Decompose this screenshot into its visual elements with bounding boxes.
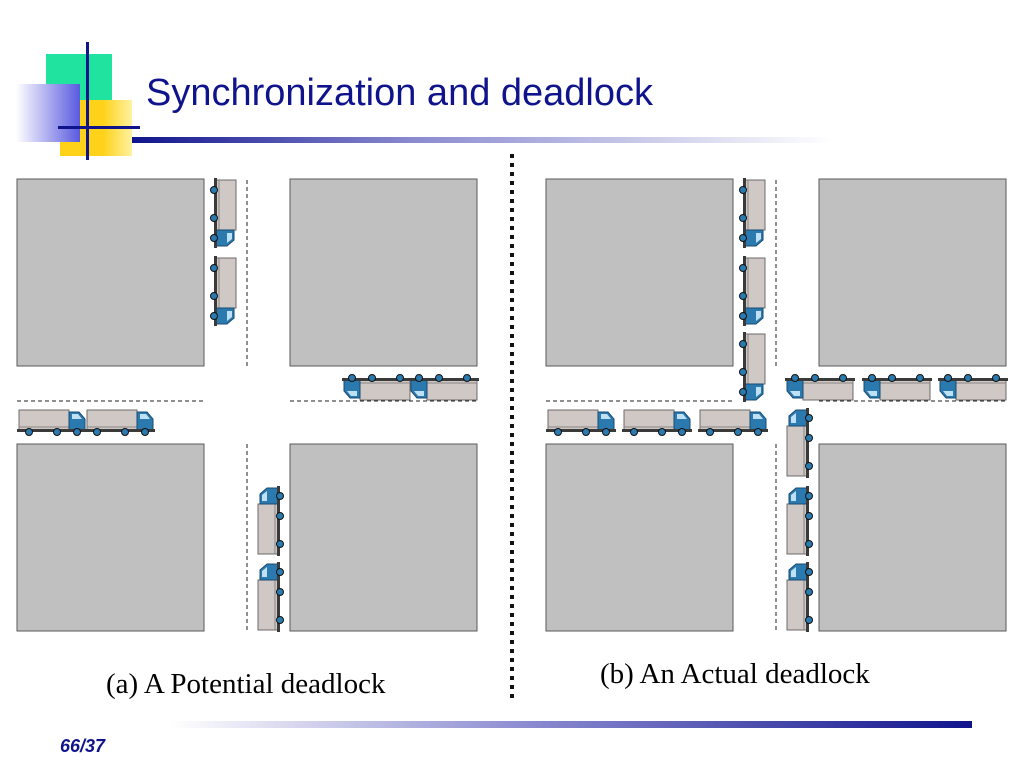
truck-icon — [739, 255, 766, 327]
truck-icon — [257, 485, 284, 557]
corner-logo — [0, 40, 140, 160]
truck-icon — [937, 374, 1009, 401]
logo-vertical-line — [86, 42, 89, 160]
panel-a — [16, 177, 480, 633]
logo-blue-square — [16, 84, 80, 142]
city-block — [545, 178, 734, 367]
caption-panel-b: (b) An Actual deadlock — [600, 658, 870, 690]
truck-icon — [786, 485, 813, 557]
truck-icon — [408, 374, 480, 401]
caption-panel-a: (a) A Potential deadlock — [106, 668, 386, 700]
truck-icon — [257, 561, 284, 633]
truck-icon — [697, 409, 769, 436]
city-block — [818, 443, 1007, 632]
page-number: 66/37 — [60, 736, 106, 756]
truck-icon — [786, 407, 813, 479]
title-underline — [132, 137, 832, 143]
truck-icon — [786, 561, 813, 633]
truck-icon — [621, 409, 693, 436]
truck-icon — [16, 409, 88, 436]
city-block — [818, 178, 1007, 367]
truck-icon — [341, 374, 413, 401]
truck-icon — [784, 374, 856, 401]
slide-title: Synchronization and deadlock — [146, 72, 654, 114]
city-block — [289, 443, 478, 632]
panel-b — [545, 177, 1009, 633]
truck-icon — [210, 255, 237, 327]
city-block — [289, 178, 478, 367]
truck-icon — [210, 177, 237, 249]
city-block — [16, 178, 205, 367]
truck-icon — [739, 331, 766, 403]
truck-icon — [739, 177, 766, 249]
truck-icon — [84, 409, 156, 436]
logo-horizontal-line — [58, 126, 140, 129]
city-block — [16, 443, 205, 632]
truck-icon — [861, 374, 933, 401]
city-block — [545, 443, 734, 632]
truck-icon — [545, 409, 617, 436]
footer-rule — [170, 721, 972, 728]
